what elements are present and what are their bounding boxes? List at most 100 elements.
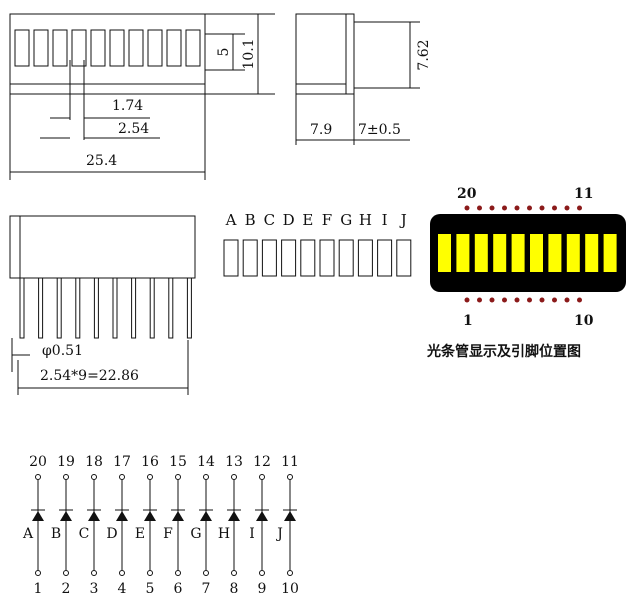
top-view-body — [9, 13, 206, 95]
front-pin — [93, 277, 99, 339]
chip-pin-dot — [539, 297, 545, 303]
dim-seg-width: 1.74 — [112, 98, 143, 114]
schematic-terminal — [259, 570, 265, 576]
dim-length: 25.4 — [86, 153, 117, 169]
led-schematic: 20A119B218C317D416E515F614G713H812I911J1… — [22, 454, 299, 597]
schematic-bottom-pin: 3 — [90, 581, 99, 597]
chip-segment — [548, 234, 562, 272]
segment-box — [377, 239, 393, 277]
segment-box — [338, 239, 354, 277]
chip-pin-dot — [577, 205, 582, 211]
front-pin — [75, 277, 81, 339]
front-pin — [112, 277, 118, 339]
chip-segment — [456, 234, 470, 272]
segment-box — [300, 239, 316, 277]
top-segment — [71, 29, 87, 67]
chip-pin-dot — [564, 297, 570, 303]
chip-pin-dot — [489, 205, 495, 211]
chip-pin-dot — [502, 205, 507, 211]
schematic-top-pin: 14 — [197, 454, 215, 470]
dim-pin-diameter: φ0.51 — [42, 343, 83, 359]
chip-segment — [530, 234, 543, 272]
segment-box — [242, 239, 258, 277]
segment-letter: H — [359, 211, 372, 229]
schematic-top-pin: 19 — [57, 454, 75, 470]
schematic-top-pin: 17 — [113, 454, 131, 470]
top-view: 5 10.1 1.74 2.54 25.4 — [9, 13, 275, 180]
schematic-terminal — [287, 570, 293, 576]
chip-segment — [603, 234, 617, 272]
led-diode-symbol — [172, 511, 184, 521]
chip-segment — [585, 234, 599, 272]
front-pin — [168, 277, 174, 339]
schematic-top-pin: 16 — [141, 454, 159, 470]
chip-pin-dot — [464, 297, 470, 303]
chip-pin-dot — [552, 205, 557, 211]
chip-pin-dots — [464, 205, 582, 303]
schematic-terminal — [63, 474, 69, 480]
schematic-bottom-pin: 4 — [118, 581, 127, 597]
chip-pin-dot — [539, 205, 545, 211]
dim-pitch: 2.54 — [118, 121, 149, 137]
chip-pin-dot — [502, 297, 507, 303]
top-segment — [185, 29, 201, 67]
top-view-segments — [14, 29, 201, 67]
chip-pin-dot — [489, 297, 495, 303]
segment-letter: I — [382, 211, 388, 229]
schematic-top-pin: 13 — [225, 454, 243, 470]
front-pin — [186, 277, 192, 339]
front-pin — [56, 277, 62, 339]
chip-pin-10: 10 — [574, 313, 594, 329]
led-diode-symbol — [88, 511, 100, 521]
top-segment — [166, 29, 182, 67]
schematic-terminal — [231, 474, 237, 480]
schematic-top-pin: 11 — [281, 454, 299, 470]
segment-box — [223, 239, 239, 277]
schematic-letter: F — [163, 526, 173, 542]
chip-pin-dot — [514, 297, 520, 303]
schematic-terminal — [175, 570, 181, 576]
top-segment — [14, 29, 30, 67]
chip-segment — [566, 234, 580, 272]
chip-pin-dot — [477, 205, 482, 211]
schematic-bottom-pin: 7 — [202, 581, 211, 597]
chip-pin-dot — [527, 297, 532, 303]
top-segment — [147, 29, 163, 67]
led-diode-symbol — [32, 511, 44, 521]
chip-pin-1: 1 — [463, 313, 473, 329]
chip-pinout: 20 11 1 10 光条管显示及引脚位置图 — [426, 186, 626, 360]
front-view: φ0.51 2.54*9=22.86 — [9, 215, 196, 395]
chip-pin-dot — [514, 205, 520, 211]
schematic-letter: G — [190, 526, 201, 542]
led-diode-symbol — [60, 511, 72, 521]
top-segment — [109, 29, 125, 67]
segment-letter: G — [340, 211, 352, 229]
top-segment — [52, 29, 68, 67]
segment-letter: A — [225, 211, 237, 229]
schematic-top-pin: 15 — [169, 454, 187, 470]
chip-pin-dot — [527, 205, 532, 211]
chip-segments — [438, 234, 617, 272]
dim-height-outer: 10.1 — [241, 38, 257, 69]
front-pin — [38, 277, 44, 339]
chip-pin-dot — [552, 297, 557, 303]
front-pin — [19, 277, 25, 339]
chip-pin-dot — [477, 297, 482, 303]
chip-body — [430, 214, 626, 292]
chip-segment — [438, 234, 451, 272]
schematic-terminal — [91, 474, 97, 480]
segment-letter: J — [399, 211, 407, 229]
schematic-terminal — [147, 474, 153, 480]
schematic-terminal — [231, 570, 237, 576]
schematic-terminal — [119, 474, 125, 480]
schematic-letter: B — [51, 526, 61, 542]
schematic-terminal — [203, 570, 209, 576]
dim-side-body: 7.9 — [310, 122, 332, 138]
schematic-terminal — [35, 570, 41, 576]
segment-box — [357, 239, 373, 277]
segment-box — [281, 239, 297, 277]
top-segment — [128, 29, 144, 67]
schematic-letter: J — [275, 526, 283, 542]
